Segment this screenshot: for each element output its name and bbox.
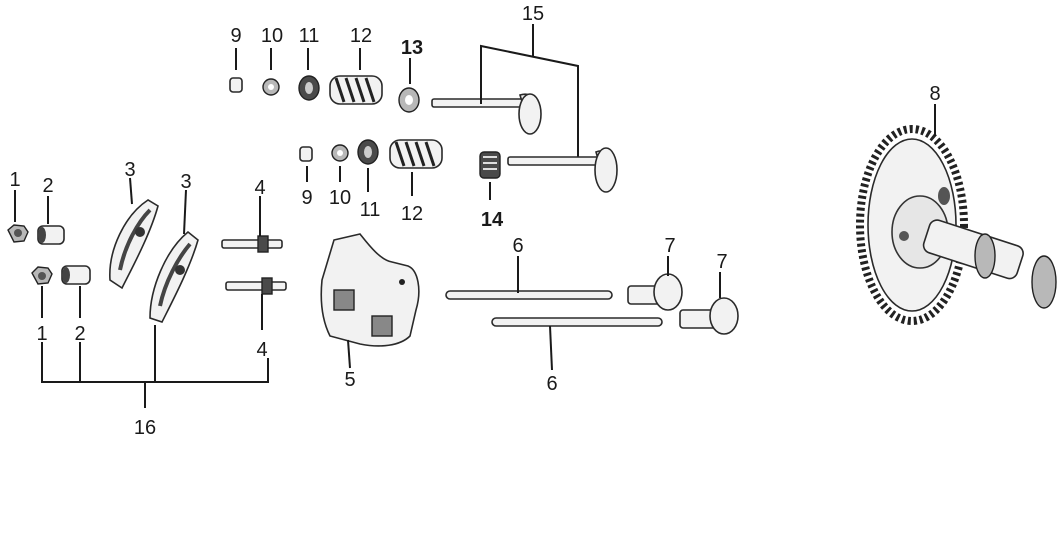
label-5: 5 [344, 369, 355, 391]
part-7-tappet-lower [679, 297, 739, 335]
label-12-lower: 12 [401, 203, 423, 225]
part-12-spring-lower [389, 139, 443, 169]
label-13: 13 [401, 37, 423, 59]
label-4-upper: 4 [254, 177, 265, 199]
label-14: 14 [481, 209, 504, 231]
part-6-push-rod-upper [445, 290, 613, 300]
part-15-valve-upper [431, 93, 542, 135]
part-2-cap-upper [37, 225, 65, 245]
part-10-retainer-upper [262, 78, 280, 96]
label-2-lower: 2 [74, 323, 85, 345]
part-8-camshaft-gear [856, 125, 1057, 325]
label-11-lower: 11 [360, 199, 381, 221]
label-3-left: 3 [124, 159, 135, 181]
part-4-stud-upper [221, 235, 283, 253]
part-9-valve-keeper-lower [299, 146, 313, 162]
part-11-seal-upper [298, 75, 320, 101]
label-4-lower: 4 [256, 339, 267, 361]
label-7-upper: 7 [664, 235, 675, 257]
label-6-lower: 6 [546, 373, 557, 395]
label-2-upper: 2 [42, 175, 53, 197]
label-1-upper: 1 [9, 169, 20, 191]
part-7-tappet-upper [627, 273, 683, 311]
label-15: 15 [522, 3, 544, 25]
label-10-upper: 10 [261, 25, 283, 47]
label-16: 16 [134, 417, 156, 439]
part-10-retainer-lower [331, 144, 349, 162]
label-3-right: 3 [180, 171, 191, 193]
label-6-upper: 6 [512, 235, 523, 257]
part-11-seal-lower [357, 139, 379, 165]
label-11-upper: 11 [299, 25, 320, 47]
part-13-washer [398, 87, 420, 113]
part-1-nut-lower [31, 266, 53, 285]
label-9-lower: 9 [301, 187, 312, 209]
part-4-stud-lower [225, 277, 287, 295]
part-15-valve-lower [507, 147, 618, 193]
part-9-valve-keeper-upper [229, 77, 243, 93]
label-12-upper: 12 [350, 25, 372, 47]
part-12-spring-upper [329, 75, 383, 105]
label-1-lower: 1 [36, 323, 47, 345]
part-14-valve-seal [479, 151, 501, 179]
part-3-rocker-arm-lower [149, 230, 199, 323]
part-6-push-rod-lower [491, 317, 663, 327]
label-9-upper: 9 [230, 25, 241, 47]
part-5-guide-plate [320, 233, 420, 347]
label-10-lower: 10 [329, 187, 351, 209]
part-2-cap-lower [61, 265, 91, 285]
part-3-rocker-arm-upper [109, 199, 159, 290]
label-8: 8 [929, 83, 940, 105]
label-7-lower: 7 [716, 251, 727, 273]
part-1-nut-upper [7, 224, 29, 243]
